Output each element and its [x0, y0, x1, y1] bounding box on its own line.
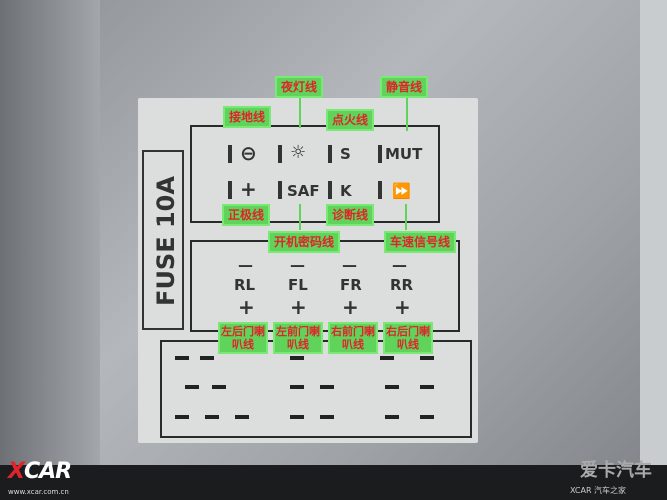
right-watermark-logo: 爱卡汽车: [580, 460, 652, 481]
k-pin: K: [340, 182, 352, 200]
radio-chassis-left: [0, 0, 100, 470]
label-night-light-wire: 夜灯线: [275, 76, 324, 98]
fuse-label: FUSE 10A: [152, 176, 180, 306]
label-mute-wire: 静音线: [380, 76, 429, 98]
ignition-pin: S: [340, 145, 351, 163]
power-connector-outline: [190, 125, 440, 223]
label-fr-speaker-wire: 右前门喇叭线: [328, 322, 378, 354]
speaker-connector-outline: [190, 240, 460, 332]
xcar-url: www.xcar.com.cn: [8, 488, 69, 496]
fl-minus: —: [290, 256, 305, 274]
label-code-wire: 开机密码线: [268, 231, 341, 253]
fr-label: FR: [340, 276, 362, 294]
rr-plus: +: [394, 295, 411, 319]
label-positive-wire: 正极线: [222, 204, 271, 226]
label-speed-signal-wire: 车速信号线: [384, 231, 457, 253]
rr-minus: —: [392, 256, 407, 274]
speed-pin: ⏩: [392, 182, 411, 200]
rl-minus: —: [238, 256, 253, 274]
mute-pin: MUT: [385, 145, 423, 163]
fl-plus: +: [290, 295, 307, 319]
label-diagnostic-wire: 诊断线: [326, 204, 375, 226]
aux-connector-outline: [160, 340, 472, 438]
rl-plus: +: [238, 295, 255, 319]
label-ignition-wire: 点火线: [326, 109, 375, 131]
fr-minus: —: [342, 256, 357, 274]
light-pin: ☼: [290, 142, 307, 163]
rl-label: RL: [234, 276, 256, 294]
xcar-logo: XCAR: [8, 459, 72, 484]
label-fl-speaker-wire: 左前门喇叭线: [273, 322, 323, 354]
rr-label: RR: [390, 276, 414, 294]
fuse-box: FUSE 10A: [142, 150, 184, 330]
label-rr-speaker-wire: 右后门喇叭线: [383, 322, 433, 354]
label-rl-speaker-wire: 左后门喇叭线: [218, 322, 268, 354]
fl-label: FL: [288, 276, 308, 294]
fr-plus: +: [342, 295, 359, 319]
right-watermark-sub: XCAR 汽车之家: [570, 486, 627, 495]
ground-pin: ⊖: [240, 141, 257, 165]
radio-chassis-right: [640, 0, 667, 470]
saf-pin: SAF: [287, 182, 320, 200]
label-ground-wire: 接地线: [223, 106, 272, 128]
positive-pin: +: [240, 177, 257, 201]
dark-background: [0, 465, 667, 500]
